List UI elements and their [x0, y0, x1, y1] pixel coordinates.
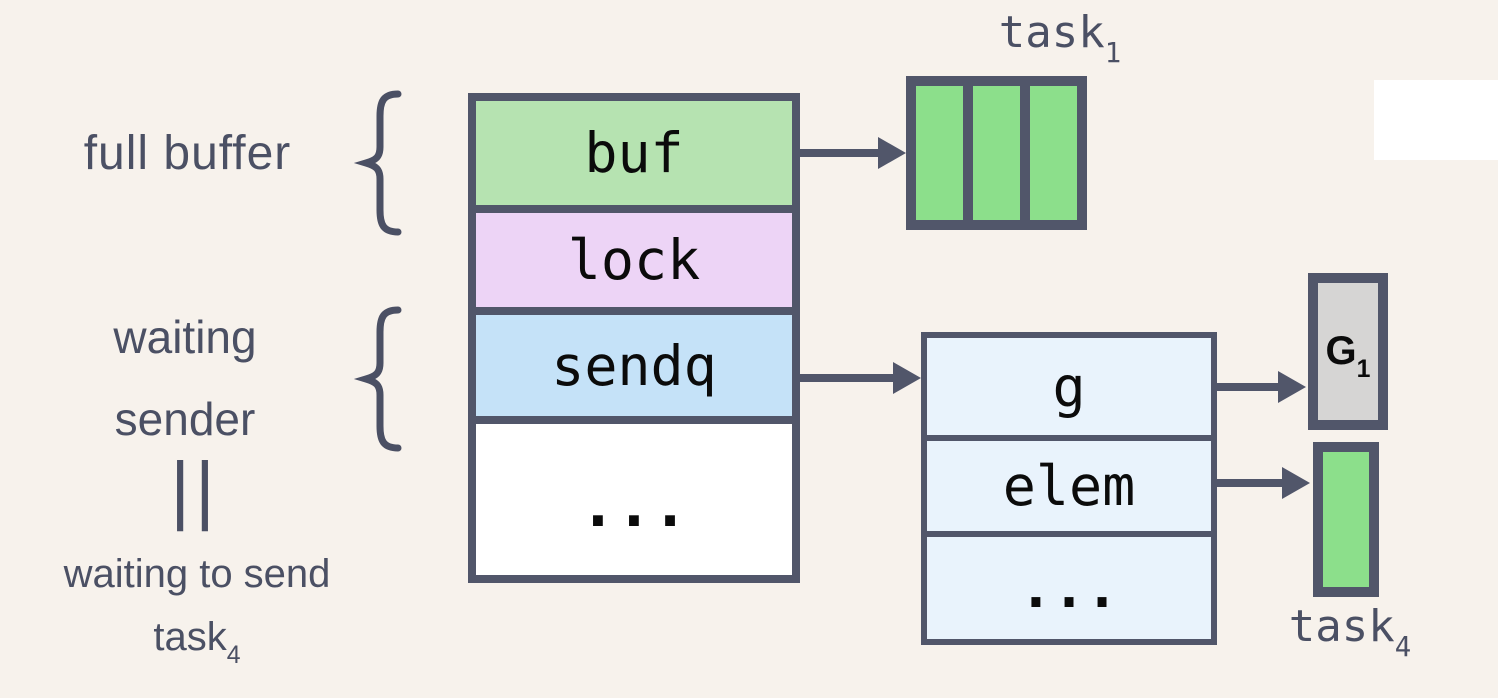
goroutine-label-sub: 1 — [1356, 356, 1371, 384]
white-patch — [1374, 80, 1498, 160]
buffer-slot — [973, 86, 1020, 220]
sudog-field-g: g — [927, 338, 1211, 435]
hchan-field-buf: buf — [476, 101, 792, 205]
task4-value-box — [1313, 442, 1379, 597]
goroutine-label: G1 — [1325, 329, 1371, 382]
equivalence-bars-icon: || — [170, 447, 220, 532]
arrow-head-icon — [1282, 467, 1310, 499]
curly-brace-icon — [352, 89, 408, 237]
task1-label-base: task — [998, 7, 1105, 58]
task4-value-sub: 4 — [1394, 631, 1412, 663]
task4-annotation-base: task — [153, 615, 227, 659]
channel-buffer-box — [906, 76, 1087, 230]
goroutine-label-base: G — [1325, 329, 1357, 373]
task4-annotation-label: task4 — [97, 612, 297, 668]
sudog-struct-box: g elem ... — [921, 332, 1217, 645]
goroutine-box: G1 — [1308, 273, 1388, 430]
hchan-field-sendq: sendq — [476, 307, 792, 416]
waiting-line: waiting — [113, 311, 257, 363]
hchan-struct-box: buf lock sendq ... — [468, 93, 800, 583]
waiting-to-send-label: waiting to send — [63, 552, 331, 596]
sudog-field-ellipsis: ... — [927, 531, 1211, 639]
arrow-head-icon — [878, 137, 906, 169]
task1-buffer-label: task1 — [945, 7, 1175, 67]
arrow-shaft — [1216, 479, 1282, 487]
buffer-slot — [916, 86, 963, 220]
arrow-shaft — [1216, 383, 1278, 391]
ellipsis-text: ... — [579, 470, 689, 541]
arrow-buf-to-task1 — [798, 136, 906, 170]
hchan-field-ellipsis: ... — [476, 416, 792, 575]
arrow-shaft — [798, 374, 893, 382]
sudog-field-elem: elem — [927, 435, 1211, 531]
arrow-head-icon — [1278, 371, 1306, 403]
arrow-g-to-goroutine — [1216, 370, 1306, 404]
arrow-shaft — [798, 149, 878, 157]
ellipsis-text: ... — [1019, 556, 1119, 620]
task1-label-sub: 1 — [1104, 37, 1122, 69]
buffer-slot — [1030, 86, 1077, 220]
task4-value-label: task4 — [1240, 601, 1460, 661]
full-buffer-label: full buffer — [83, 127, 292, 180]
waiting-sender-label: waiting sender — [85, 296, 285, 460]
curly-brace-icon — [352, 305, 408, 453]
task4-value-base: task — [1288, 601, 1395, 652]
arrow-head-icon — [893, 362, 921, 394]
sender-line: sender — [114, 393, 256, 445]
arrow-elem-to-task4 — [1216, 466, 1310, 500]
task4-annotation-sub: 4 — [226, 642, 241, 670]
hchan-field-lock: lock — [476, 205, 792, 307]
arrow-sendq-to-sudog — [798, 361, 921, 395]
